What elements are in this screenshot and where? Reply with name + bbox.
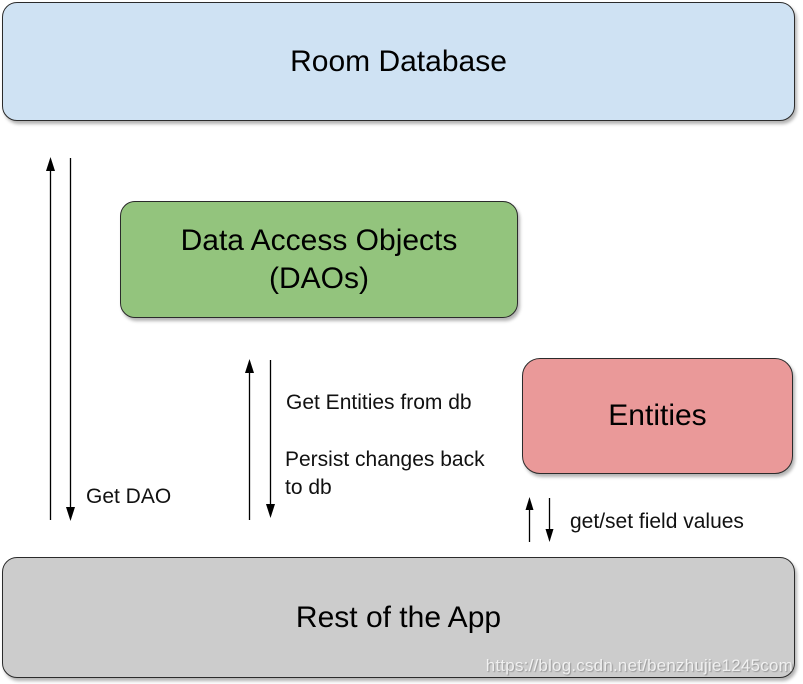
node-rest-of-app-label: Rest of the App [295, 600, 502, 634]
arrow-up-app-to-roomdb [46, 157, 55, 520]
arrow-up-app-to-entities [525, 497, 534, 542]
edge-label-get-dao: Get DAO [86, 485, 172, 508]
edge-label-get-set-field-values: get/set field values [570, 510, 744, 533]
arrow-down-roomdb-to-app [66, 158, 75, 521]
node-daos-label: Data Access Objects (DAOs) [180, 224, 458, 295]
edge-label-get-entities: Get Entities from db [286, 391, 472, 414]
node-entities-label: Entities [608, 399, 707, 433]
node-rest-of-app: Rest of the App [2, 557, 795, 678]
arrow-down-entities-to-app [545, 498, 554, 542]
edge-label-persist-changes: Persist changes back to db [285, 448, 485, 499]
node-entities: Entities [522, 358, 793, 474]
arrow-down-daos-to-app [266, 360, 275, 518]
node-room-database: Room Database [2, 2, 795, 121]
node-room-database-label: Room Database [290, 44, 507, 78]
arrow-up-app-to-daos [245, 359, 254, 520]
node-daos: Data Access Objects (DAOs) [120, 201, 518, 318]
watermark-text: https://blog.csdn.net/benzhujie1245com [485, 656, 793, 675]
